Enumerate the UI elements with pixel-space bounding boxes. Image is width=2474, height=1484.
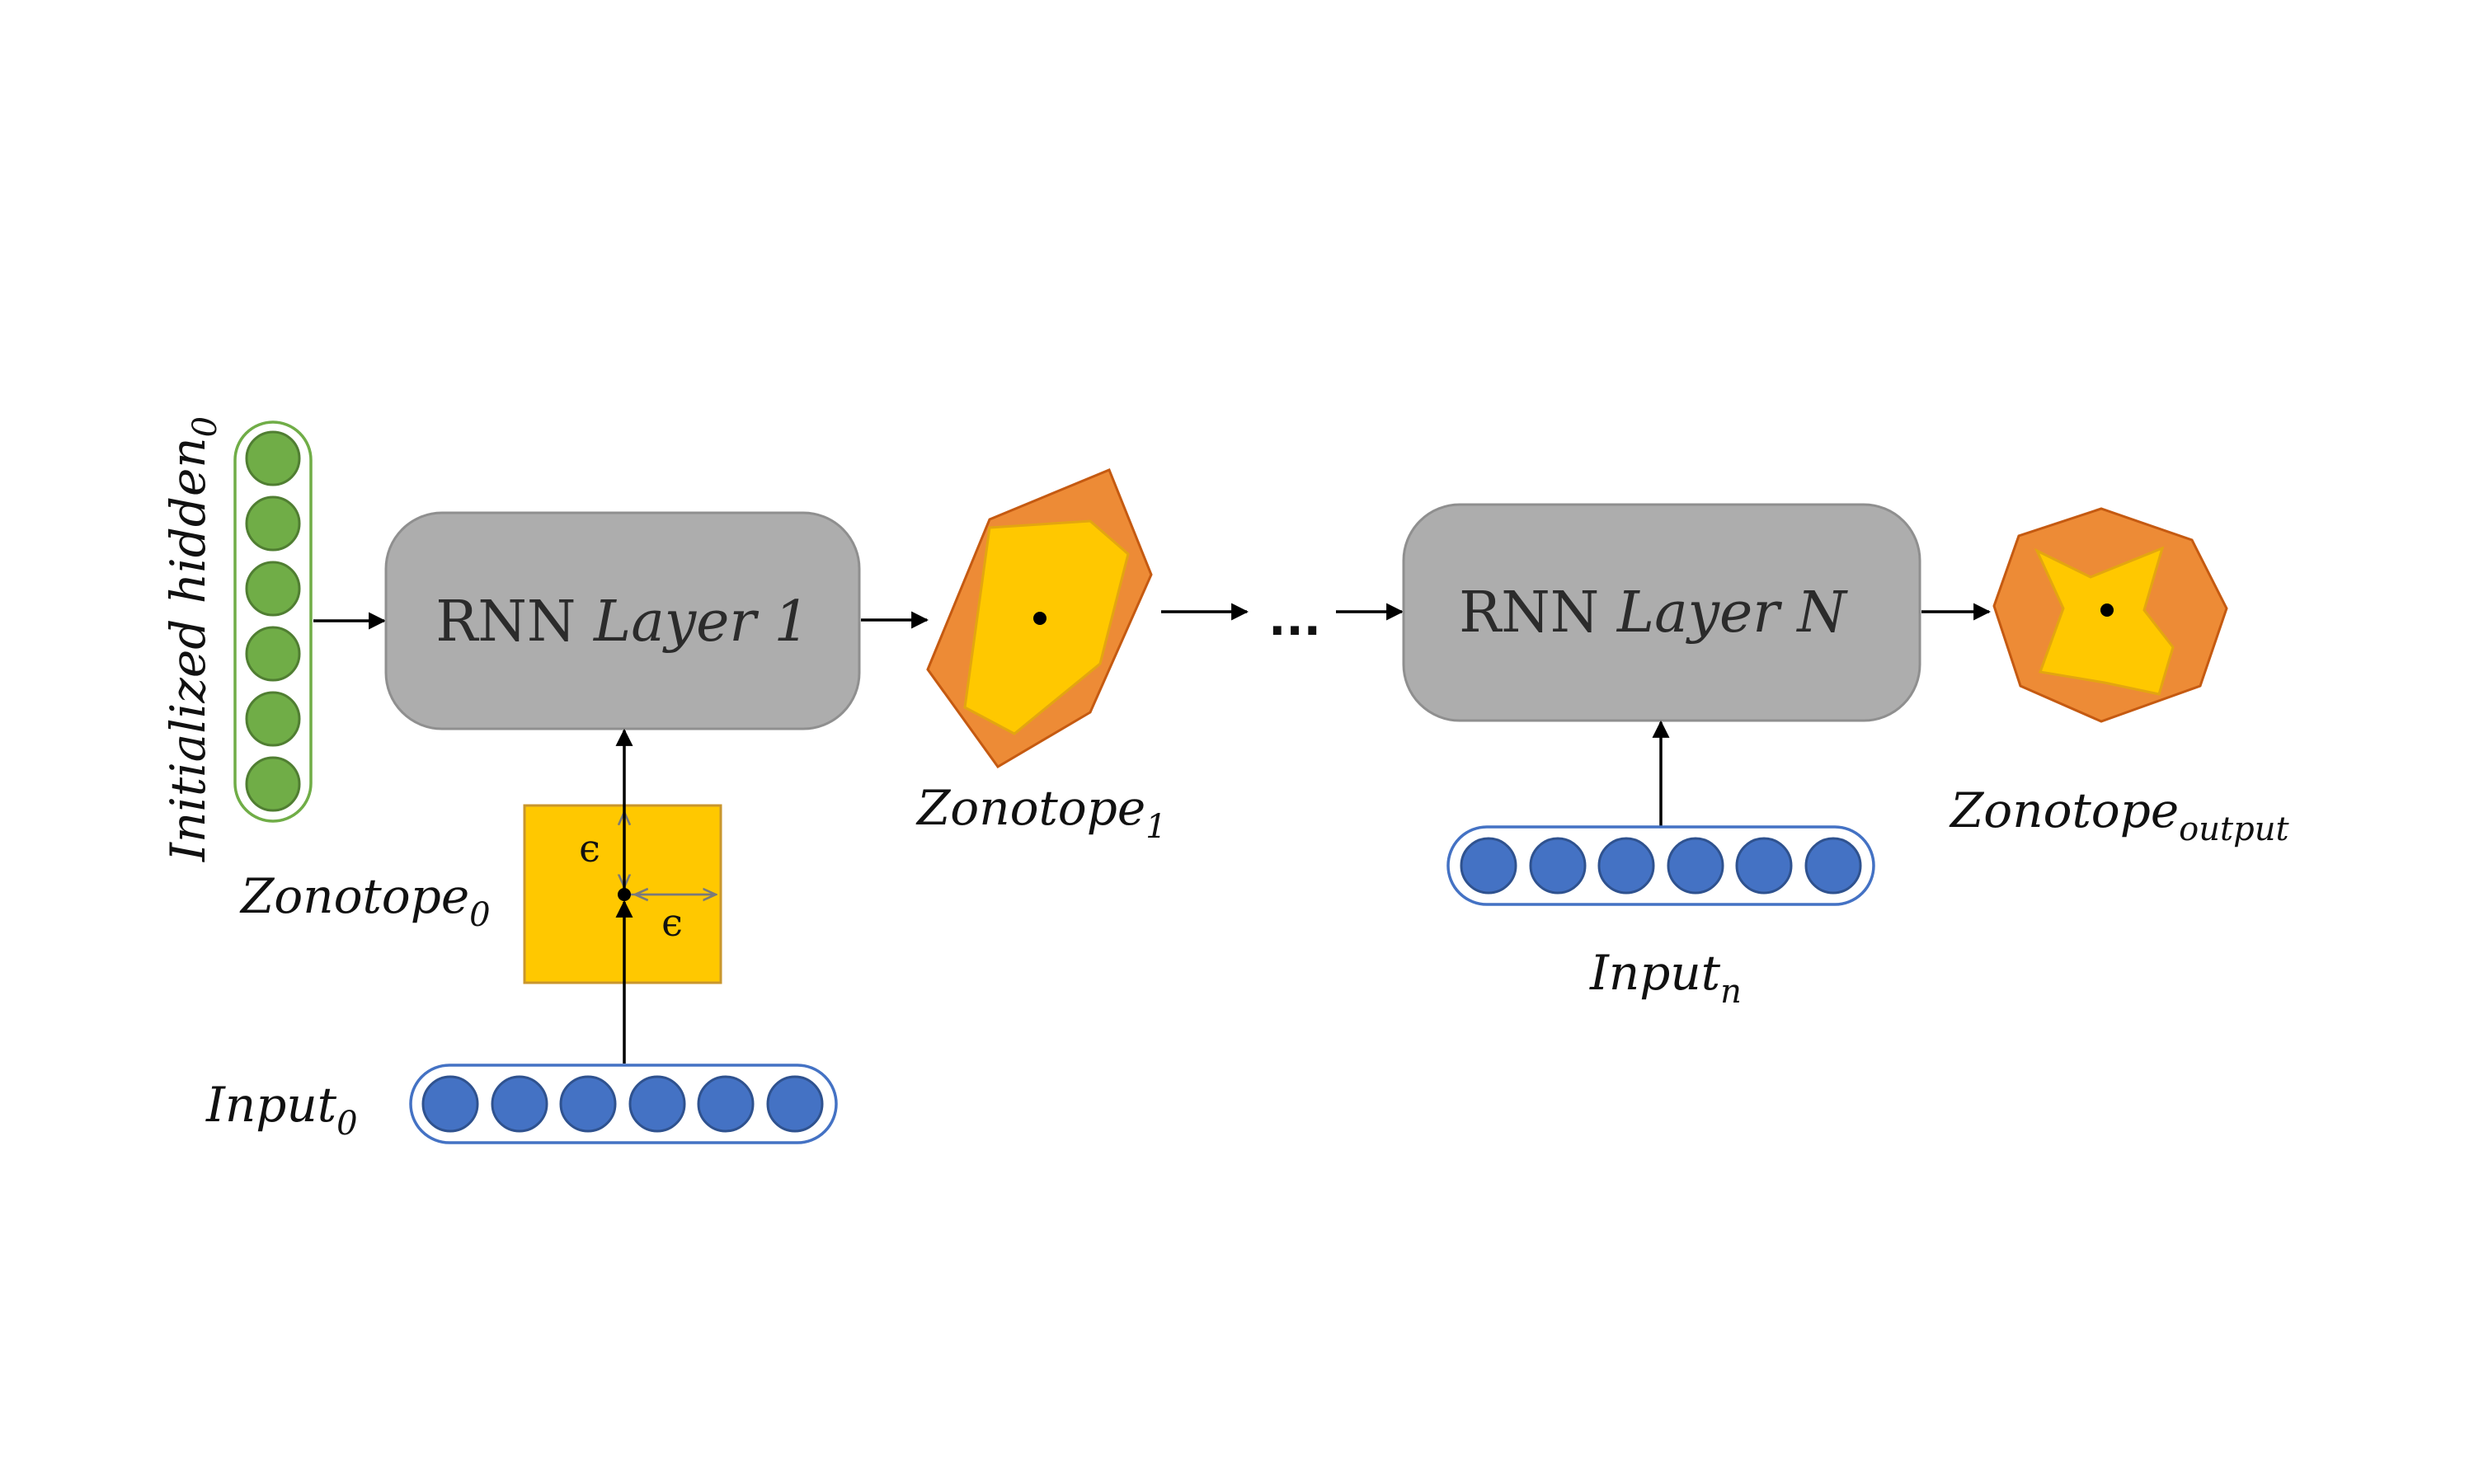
rnn-layer-n-label: RNN Layer N bbox=[1459, 580, 1848, 646]
zonotope-0-center bbox=[618, 888, 631, 901]
zonotope-1-inner bbox=[963, 519, 1130, 735]
hidden-node bbox=[245, 756, 301, 812]
zonotope-0-label: Zonotope0 bbox=[239, 868, 491, 934]
zonotope-output-center bbox=[2100, 603, 2114, 617]
zonotope-output-label: Zonotopeoutput bbox=[1949, 782, 2289, 848]
hidden-state-vector bbox=[233, 420, 313, 823]
hidden-node bbox=[245, 561, 301, 617]
input-n-vector bbox=[1446, 825, 1875, 906]
hidden-node bbox=[245, 495, 301, 552]
zonotope-output-inner bbox=[2034, 546, 2175, 696]
zonotope-1 bbox=[926, 468, 1153, 768]
input-node bbox=[491, 1075, 548, 1133]
input-node bbox=[1460, 837, 1517, 895]
input-0-vector bbox=[409, 1064, 838, 1144]
hidden-node bbox=[245, 626, 301, 682]
hidden-node bbox=[245, 691, 301, 747]
zonotope-1-label: Zonotope1 bbox=[915, 780, 1167, 846]
input-node bbox=[421, 1075, 479, 1133]
zonotope-0: ϵ ϵ bbox=[523, 804, 722, 984]
input-node bbox=[628, 1075, 686, 1133]
rnn-layer-1-label: RNN Layer 1 bbox=[435, 589, 810, 655]
epsilon-label-vertical: ϵ bbox=[579, 826, 600, 871]
input-0-label: Input0 bbox=[205, 1077, 358, 1143]
input-n-label: Inputn bbox=[1589, 945, 1742, 1011]
input-node bbox=[1804, 837, 1862, 895]
rnn-layer-n: RNN Layer N bbox=[1402, 503, 1921, 722]
input-node bbox=[1735, 837, 1793, 895]
hidden-state-label: Initialized hidden0 bbox=[160, 416, 224, 862]
hidden-node bbox=[245, 430, 301, 486]
input-node bbox=[559, 1075, 617, 1133]
epsilon-label-horizontal: ϵ bbox=[661, 900, 683, 945]
zonotope-1-center bbox=[1033, 612, 1047, 625]
input-node bbox=[697, 1075, 755, 1133]
input-node bbox=[1529, 837, 1587, 895]
input-node bbox=[1597, 837, 1655, 895]
input-node bbox=[766, 1075, 824, 1133]
input-node bbox=[1667, 837, 1724, 895]
ellipsis: ... bbox=[1268, 593, 1321, 646]
zonotope-output bbox=[1992, 507, 2228, 723]
rnn-layer-1: RNN Layer 1 bbox=[384, 511, 861, 730]
